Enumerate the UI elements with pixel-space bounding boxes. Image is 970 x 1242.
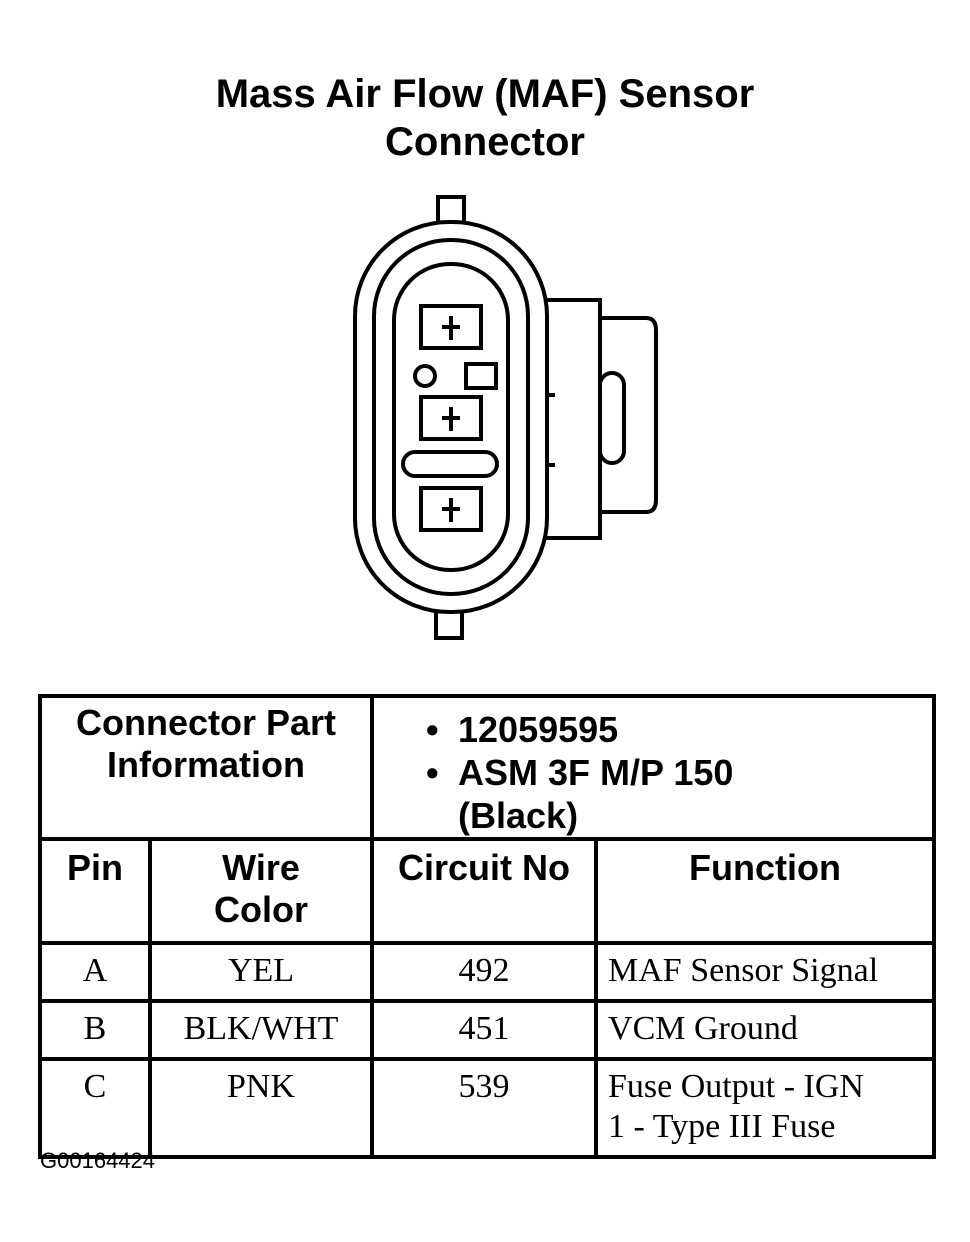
assembly-description: ASM 3F M/P 150 <box>458 752 734 793</box>
connector-part-info-label: Connector Part Information <box>37 694 375 841</box>
terminal-c-mark <box>442 498 460 522</box>
function-cell: MAF Sensor Signal <box>594 941 937 1003</box>
pin-cell: C <box>38 1057 152 1159</box>
connector-part-info-values: • 12059595 • ASM 3F M/P 150 (Black) <box>370 694 937 841</box>
wire-color-cell: YEL <box>147 941 375 1003</box>
header-circuit-no: Circuit No <box>370 837 599 945</box>
terminal-b <box>419 395 483 441</box>
connector-pin-table: Connector Part Information • 12059595 • … <box>37 694 937 1159</box>
maf-connector-drawing <box>353 195 658 640</box>
connector-latch-slot <box>598 371 626 465</box>
header-wire-color-line-1: Wire <box>222 847 300 888</box>
diagram-title-line-1: Mass Air Flow (MAF) Sensor <box>215 72 755 116</box>
assembly-item: • ASM 3F M/P 150 <box>424 751 932 794</box>
function-line-1: Fuse Output - IGN <box>608 1068 864 1105</box>
terminal-b-mark <box>442 407 460 431</box>
header-pin: Pin <box>38 837 152 945</box>
function-cell: Fuse Output - IGN 1 - Type III Fuse <box>594 1057 937 1159</box>
header-wire-color-line-2: Color <box>214 889 308 930</box>
connector-part-info-label-line-1: Connector Part <box>75 702 337 743</box>
circuit-no-cell: 539 <box>370 1057 599 1159</box>
wire-color-cell: BLK/WHT <box>147 999 375 1061</box>
figure-id: G00164424 <box>40 1148 155 1173</box>
connector-key-bar <box>401 450 499 478</box>
connector-key-round <box>413 364 437 388</box>
function-line-2: 1 - Type III Fuse <box>608 1108 836 1145</box>
connector-color: (Black) <box>458 795 579 836</box>
function-line-1: VCM Ground <box>608 1010 798 1047</box>
function-line-1: MAF Sensor Signal <box>608 952 879 989</box>
wire-color-cell: PNK <box>147 1057 375 1159</box>
pin-cell: B <box>38 999 152 1061</box>
connector-part-info-label-line-2: Information <box>107 744 305 785</box>
part-number-item: • 12059595 <box>424 708 932 751</box>
header-wire-color: Wire Color <box>147 837 375 945</box>
part-number: 12059595 <box>458 709 619 750</box>
table-row: B BLK/WHT 451 VCM Ground <box>38 999 937 1061</box>
pin-cell: A <box>38 941 152 1003</box>
terminal-a <box>419 304 483 350</box>
circuit-no-cell: 451 <box>370 999 599 1061</box>
diagram-title-line-2: Connector <box>385 120 585 164</box>
circuit-no-cell: 492 <box>370 941 599 1003</box>
connector-key-square <box>464 362 498 390</box>
header-function: Function <box>594 837 937 945</box>
bullet-icon: • <box>426 752 439 793</box>
terminal-a-mark <box>442 316 460 340</box>
connector-inner-shell <box>372 238 530 596</box>
terminal-c <box>419 486 483 532</box>
table-row: A YEL 492 MAF Sensor Signal <box>38 941 937 1003</box>
function-cell: VCM Ground <box>594 999 937 1061</box>
bullet-icon: • <box>426 709 439 750</box>
connector-cavity-wall <box>392 262 510 572</box>
table-row: C PNK 539 Fuse Output - IGN 1 - Type III… <box>38 1057 937 1159</box>
